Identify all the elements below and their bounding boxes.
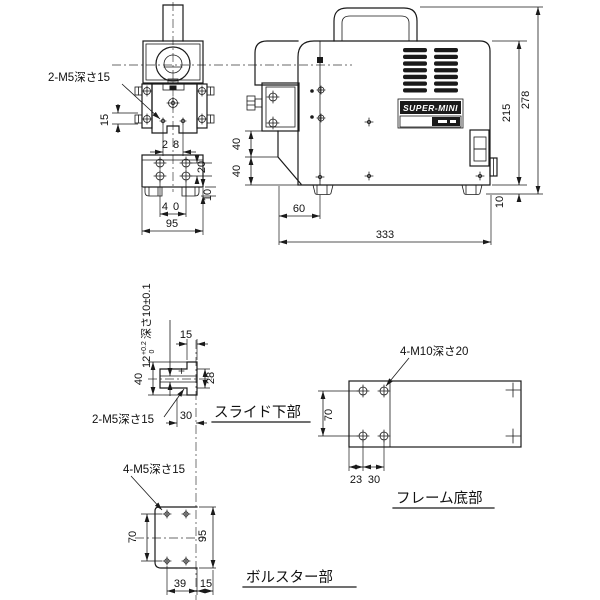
bolster-thread-note: 4-M5深さ15 (123, 462, 185, 476)
slide-thread-note: 2-M5深さ15 (92, 412, 154, 426)
slide-detail-title: スライド下部 (211, 404, 311, 423)
m5-tap-holes (159, 117, 187, 125)
bolster-dim-15: 15 (200, 578, 212, 590)
brand-label: SUPER-MINI (403, 103, 458, 113)
frame-note-leader (385, 357, 410, 387)
bolster-dim-95: 95 (197, 530, 209, 542)
seam-fasteners (310, 57, 326, 123)
frame-bottom-title: フレーム底部 (392, 490, 495, 509)
side-hex-bolt (246, 95, 263, 111)
panel-screws (315, 117, 485, 182)
svg-text:フレーム底部: フレーム底部 (396, 490, 483, 507)
front-mount-plate (261, 82, 300, 132)
side-view: SUPER-MINI 40 40 (231, 6, 543, 245)
tolerance-depth-note: 深さ10±0.1 (140, 283, 153, 339)
front-dim-40: 40 (162, 201, 184, 213)
side-feet (312, 184, 483, 195)
bolster-title: ボルスター部 (242, 569, 357, 588)
slide-assembly (134, 83, 215, 134)
front-view: 2-M5深さ15 15 28 20 10 40 95 (48, 2, 352, 235)
front-dim-10: 10 (202, 189, 214, 201)
side-bolts (134, 86, 215, 124)
frame-dim-23: 23 (350, 474, 362, 486)
vent-grille (403, 48, 458, 93)
frame-dim-30: 30 (368, 474, 380, 486)
press-head-side (254, 40, 299, 86)
front-dim-95: 95 (166, 218, 178, 230)
bolster-dimensions: 4-M5深さ15 70 95 39 15 (123, 462, 216, 595)
front-note-leader (121, 83, 161, 120)
side-dim-215: 215 (501, 104, 513, 122)
nameplate: SUPER-MINI (397, 98, 464, 129)
front-foot-left (144, 186, 163, 197)
slide-tolerance-dim: 12 +0.2 0 深さ10±0.1 (140, 283, 156, 368)
bolster-dim-39: 39 (174, 578, 186, 590)
side-tab (489, 157, 498, 177)
slide-dim-15: 15 (180, 329, 192, 341)
tolerance-base: 12 (141, 356, 153, 368)
front-bolster (141, 154, 204, 197)
bolster-note-leader (130, 475, 163, 511)
front-dimensions: 2-M5深さ15 15 28 20 10 40 95 (48, 70, 216, 235)
bolster-dim-70: 70 (127, 531, 139, 543)
throat-area (261, 130, 302, 185)
slide-detail-view: 15 12 +0.2 0 深さ10±0.1 40 28 30 2-M5深さ15 … (92, 283, 311, 600)
side-dim-40-upper: 40 (231, 138, 243, 150)
side-dim-60: 60 (293, 203, 305, 215)
head-block (142, 40, 204, 84)
frame-bottom-holes (356, 382, 521, 444)
slide-dim-40: 40 (133, 373, 145, 385)
frame-thread-note: 4-M10深さ20 (400, 344, 468, 358)
front-dim-28: 28 (162, 139, 184, 151)
bolster-detail-view: 4-M5深さ15 70 95 39 15 ボルスター部 (123, 462, 357, 595)
slide-dim-30: 30 (180, 410, 192, 422)
svg-text:ボルスター部: ボルスター部 (246, 569, 333, 586)
side-dim-333: 333 (376, 229, 394, 241)
side-dimensions: 40 40 60 333 215 10 278 (231, 6, 543, 245)
frame-bottom-outline (348, 380, 522, 448)
power-switch (469, 129, 490, 167)
front-dim-20: 20 (196, 161, 208, 173)
frame-dim-70: 70 (323, 409, 335, 421)
slide-profile (148, 361, 198, 396)
frame-bottom-dimensions: 4-M10深さ20 70 23 30 (318, 344, 468, 486)
tolerance-upper: +0.2 (141, 341, 148, 355)
side-dim-10: 10 (494, 196, 506, 208)
machine-body (297, 40, 491, 186)
frame-bottom-view: 4-M10深さ20 70 23 30 フレーム底部 (318, 344, 522, 509)
side-dim-40-lower: 40 (231, 165, 243, 177)
slide-detail-dimensions: 15 12 +0.2 0 深さ10±0.1 40 28 30 2-M5深さ15 (92, 283, 217, 427)
bolster-outline (154, 506, 198, 569)
slide-dim-28: 28 (205, 372, 217, 384)
ram-rod (162, 4, 184, 42)
carry-handle (333, 7, 418, 42)
slide-note-leader (163, 388, 185, 418)
bolster-holes (162, 509, 191, 566)
center-bolt (166, 96, 180, 110)
front-thread-note: 2-M5深さ15 (48, 70, 110, 84)
svg-text:スライド下部: スライド下部 (214, 404, 301, 421)
tolerance-lower: 0 (149, 350, 156, 354)
front-foot-right (181, 186, 200, 197)
front-dim-15: 15 (99, 114, 111, 126)
side-dim-278: 278 (520, 91, 532, 109)
rail-bolts (141, 85, 208, 125)
